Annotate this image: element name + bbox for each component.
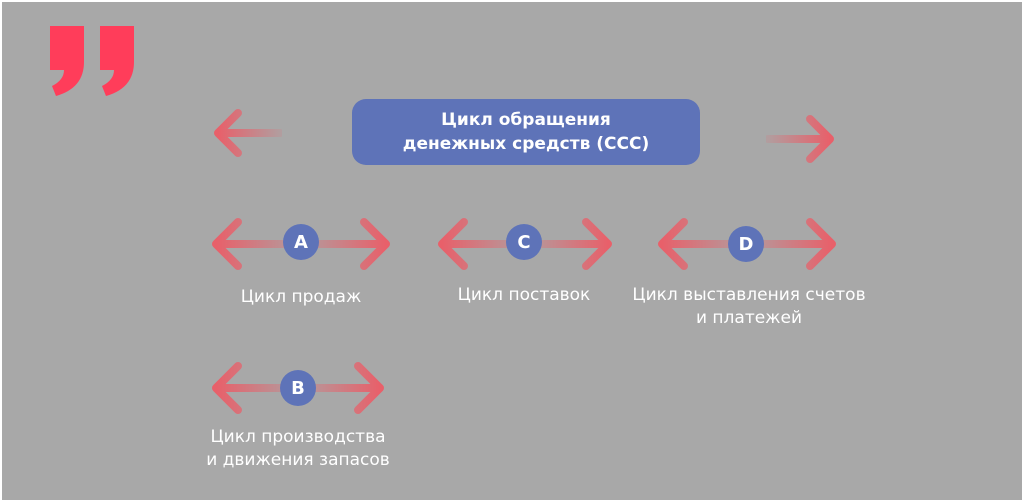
right-arrow-icon	[766, 115, 834, 163]
cycle-badge-c: C	[506, 224, 542, 260]
cycle-badge-b: B	[280, 370, 316, 406]
quote-mark-icon	[50, 26, 134, 96]
ccc-title-box: Цикл обращения денежных средств (ССС)	[352, 99, 700, 165]
cycle-label-a: Цикл продаж	[240, 287, 362, 307]
cycle-badge-a: A	[283, 224, 319, 260]
left-arrow-icon	[214, 109, 282, 157]
title-line-2: денежных средств (ССС)	[402, 134, 650, 154]
cycle-label-d: Цикл выставления счетов и платежей	[632, 285, 866, 328]
title-line-1: Цикл обращения	[441, 110, 611, 130]
cycle-label-c: Цикл поставок	[457, 285, 591, 305]
cycle-label-b: Цикл производства и движения запасов	[206, 427, 390, 470]
cycle-badge-d: D	[728, 226, 764, 262]
